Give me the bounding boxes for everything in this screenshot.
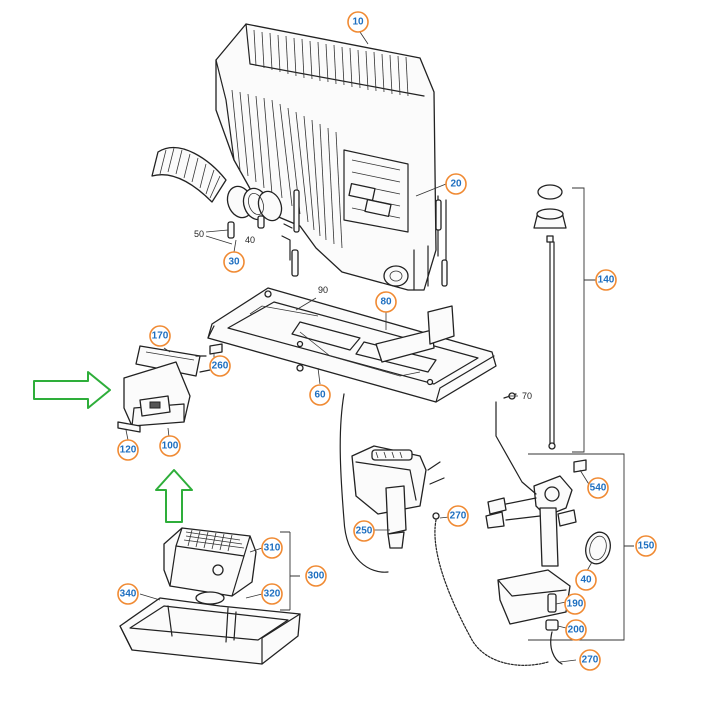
svg-text:320: 320 [264, 589, 281, 600]
callout-260: 260 [209, 355, 231, 377]
heat-exchanger [215, 23, 447, 291]
callout-270-lower: 270 [579, 649, 601, 671]
svg-text:340: 340 [120, 589, 137, 600]
callout-200: 200 [565, 619, 587, 641]
green-arrow-right [33, 371, 111, 409]
label-50: 50 [194, 229, 204, 239]
svg-text:120: 120 [120, 445, 137, 456]
label-70: 70 [522, 391, 532, 401]
control-panel-assembly [117, 343, 223, 433]
callout-100: 100 [159, 435, 181, 457]
svg-text:60: 60 [314, 390, 326, 401]
callout-250: 250 [353, 520, 375, 542]
svg-text:270: 270 [582, 655, 599, 666]
svg-text:250: 250 [356, 526, 373, 537]
svg-text:190: 190 [567, 599, 584, 610]
svg-text:310: 310 [264, 543, 281, 554]
green-arrow-up [155, 469, 193, 523]
svg-text:200: 200 [568, 625, 585, 636]
svg-text:540: 540 [590, 483, 607, 494]
callout-320: 320 [261, 583, 283, 605]
callout-340: 340 [117, 583, 139, 605]
svg-text:270: 270 [450, 511, 467, 522]
svg-text:300: 300 [308, 571, 325, 582]
base-plate [207, 189, 497, 403]
plate-bracket-80 [375, 329, 435, 363]
callout-120: 120 [117, 439, 139, 461]
panel-cover-170 [135, 345, 201, 377]
svg-text:150: 150 [638, 541, 655, 552]
callout-540: 540 [587, 477, 609, 499]
callout-310: 310 [261, 537, 283, 559]
svg-text:20: 20 [450, 179, 462, 190]
callout-80: 80 [375, 291, 397, 313]
callout-60: 60 [309, 384, 331, 406]
callout-170: 170 [149, 325, 171, 347]
burner-pilot-assembly [339, 393, 549, 666]
svg-text:80: 80 [380, 297, 392, 308]
svg-text:40: 40 [580, 575, 592, 586]
blower-tray-340 [119, 597, 301, 665]
svg-text:260: 260 [212, 361, 229, 372]
blower-unit [119, 527, 301, 665]
svg-text:10: 10 [352, 17, 364, 28]
callout-40: 40 [575, 569, 597, 591]
callout-20: 20 [445, 173, 467, 195]
callout-270-upper: 270 [447, 505, 469, 527]
label-40-clamp: 40 [245, 235, 255, 245]
gas-valve-assembly [485, 184, 634, 665]
callout-150: 150 [635, 535, 657, 557]
svg-text:140: 140 [598, 275, 615, 286]
callout-140: 140 [595, 269, 617, 291]
flue-duct-hose [151, 146, 283, 239]
svg-text:30: 30 [228, 257, 240, 268]
callout-10: 10 [347, 11, 369, 33]
svg-text:100: 100 [162, 441, 179, 452]
callout-30: 30 [223, 251, 245, 273]
callout-190: 190 [564, 593, 586, 615]
label-90: 90 [318, 285, 328, 295]
callout-300: 300 [305, 565, 327, 587]
svg-text:170: 170 [152, 331, 169, 342]
